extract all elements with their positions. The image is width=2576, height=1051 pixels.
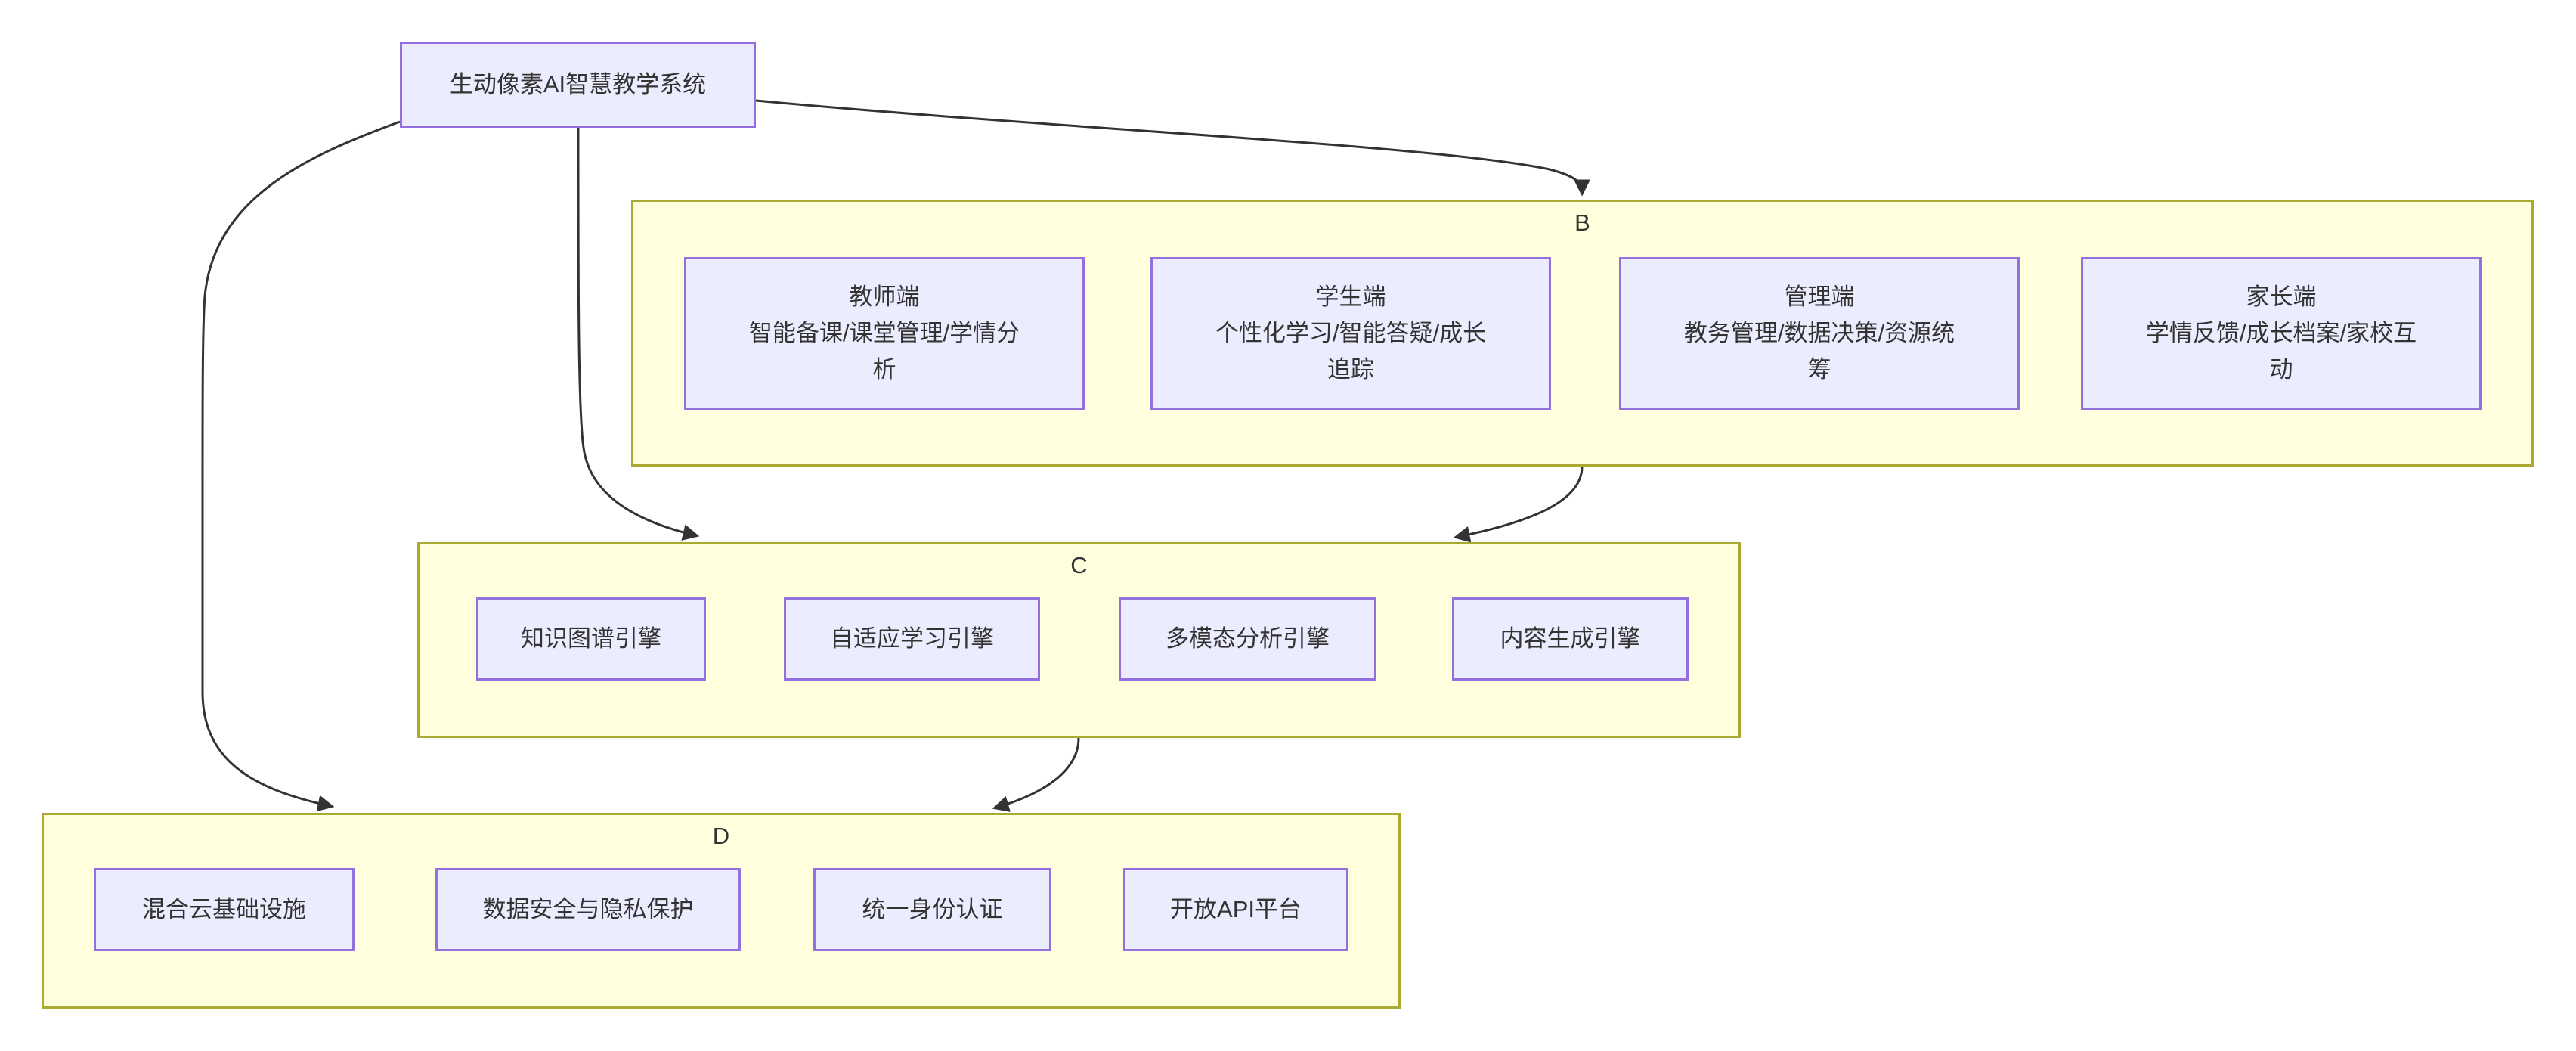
edge-root-to-b (755, 99, 1590, 197)
node-hybrid-cloud-infrastructure: 混合云基础设施 (94, 868, 355, 951)
edge-c-to-d (992, 737, 1080, 812)
node-adaptive-learning-engine: 自适应学习引擎 (784, 597, 1040, 681)
node-knowledge-graph-engine: 知识图谱引擎 (476, 597, 706, 681)
node-parent-end: 家长端 学情反馈/成长档案/家校互 动 (2081, 257, 2482, 410)
edge-b-to-c (1453, 466, 1584, 543)
node-root-system: 生动像素AI智慧教学系统 (400, 42, 756, 128)
node-multimodal-analysis-engine: 多模态分析引擎 (1119, 597, 1376, 681)
edge-root-to-d (201, 120, 401, 812)
node-teacher-end: 教师端 智能备课/课堂管理/学情分 析 (684, 257, 1085, 410)
node-admin-end: 管理端 教务管理/数据决策/资源统 筹 (1619, 257, 2020, 410)
node-unified-identity-auth: 统一身份认证 (813, 868, 1051, 951)
cluster-c-label: C (1070, 552, 1088, 578)
edge-root-to-c (577, 127, 700, 541)
node-content-generation-engine: 内容生成引擎 (1452, 597, 1689, 681)
node-open-api-platform: 开放API平台 (1123, 868, 1348, 951)
node-data-security-privacy: 数据安全与隐私保护 (435, 868, 741, 951)
cluster-b-label: B (1574, 209, 1590, 236)
cluster-d-label: D (712, 823, 730, 849)
node-student-end: 学生端 个性化学习/智能答疑/成长 追踪 (1150, 257, 1551, 410)
